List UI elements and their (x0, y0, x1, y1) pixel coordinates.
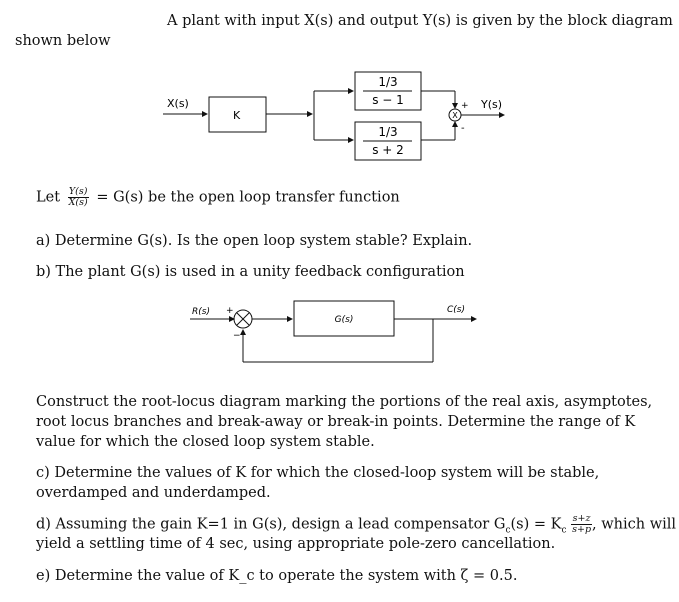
compensator-denominator: s+p (572, 524, 592, 535)
part-d-line-1: d) Assuming the gain K=1 in G(s), design… (36, 514, 676, 540)
plant-block-diagram: X(s) K 1/3 s − 1 1/3 s + 2 X + - Y(s) (163, 71, 505, 161)
part-d-sub-2: c (561, 525, 567, 536)
output-label-y: Y(s) (480, 98, 502, 111)
sign-bottom: - (461, 123, 465, 134)
input-label-x: X(s) (167, 97, 189, 110)
intro-line-1: A plant with input X(s) and output Y(s) … (167, 13, 673, 29)
sign-top: + (461, 101, 469, 111)
part-d-mid: (s) = K (510, 516, 562, 533)
fraction-numerator: Y(s) (67, 186, 89, 198)
let-prefix: Let (36, 189, 61, 206)
minus-sign: − (233, 331, 241, 341)
output-label-c: C(s) (447, 305, 465, 315)
block-top-numerator: 1/3 (378, 75, 397, 89)
fraction-denominator: X(s) (68, 197, 88, 208)
part-d-after: , which will (592, 516, 677, 533)
part-c: c) Determine the values of K for which t… (36, 465, 600, 501)
compensator-numerator: s+z (571, 513, 593, 525)
part-a: a) Determine G(s). Is the open loop syst… (36, 233, 473, 249)
part-b-instructions: Construct the root-locus diagram marking… (36, 394, 653, 450)
open-loop-fraction: Y(s)X(s) (67, 186, 89, 208)
plant-label: G(s) (335, 315, 354, 325)
let-suffix: = G(s) be the open loop transfer functio… (96, 189, 400, 206)
part-b: b) The plant G(s) is used in a unity fee… (36, 264, 465, 280)
gain-label: K (233, 109, 241, 122)
plant-block (293, 300, 395, 337)
plus-sign: + (226, 306, 234, 316)
let-line: Let Y(s)X(s) = G(s) be the open loop tra… (36, 187, 400, 208)
part-d-sub: c (505, 525, 511, 536)
block-bottom-numerator: 1/3 (378, 125, 397, 139)
part-e: e) Determine the value of K_c to operate… (36, 568, 518, 584)
part-d-before: d) Assuming the gain K=1 in G(s), design… (36, 516, 506, 533)
block-bottom-denominator: s + 2 (372, 143, 404, 157)
part-d-line-2: yield a settling time of 4 sec, using ap… (36, 536, 556, 552)
block-top-denominator: s − 1 (372, 93, 404, 107)
feedback-block-diagram: R(s) + − G(s) C(s) (190, 300, 477, 363)
input-label-r: R(s) (192, 307, 210, 317)
intro-line-2: shown below (15, 33, 111, 49)
gain-block (208, 96, 267, 133)
summing-symbol: X (452, 111, 458, 120)
